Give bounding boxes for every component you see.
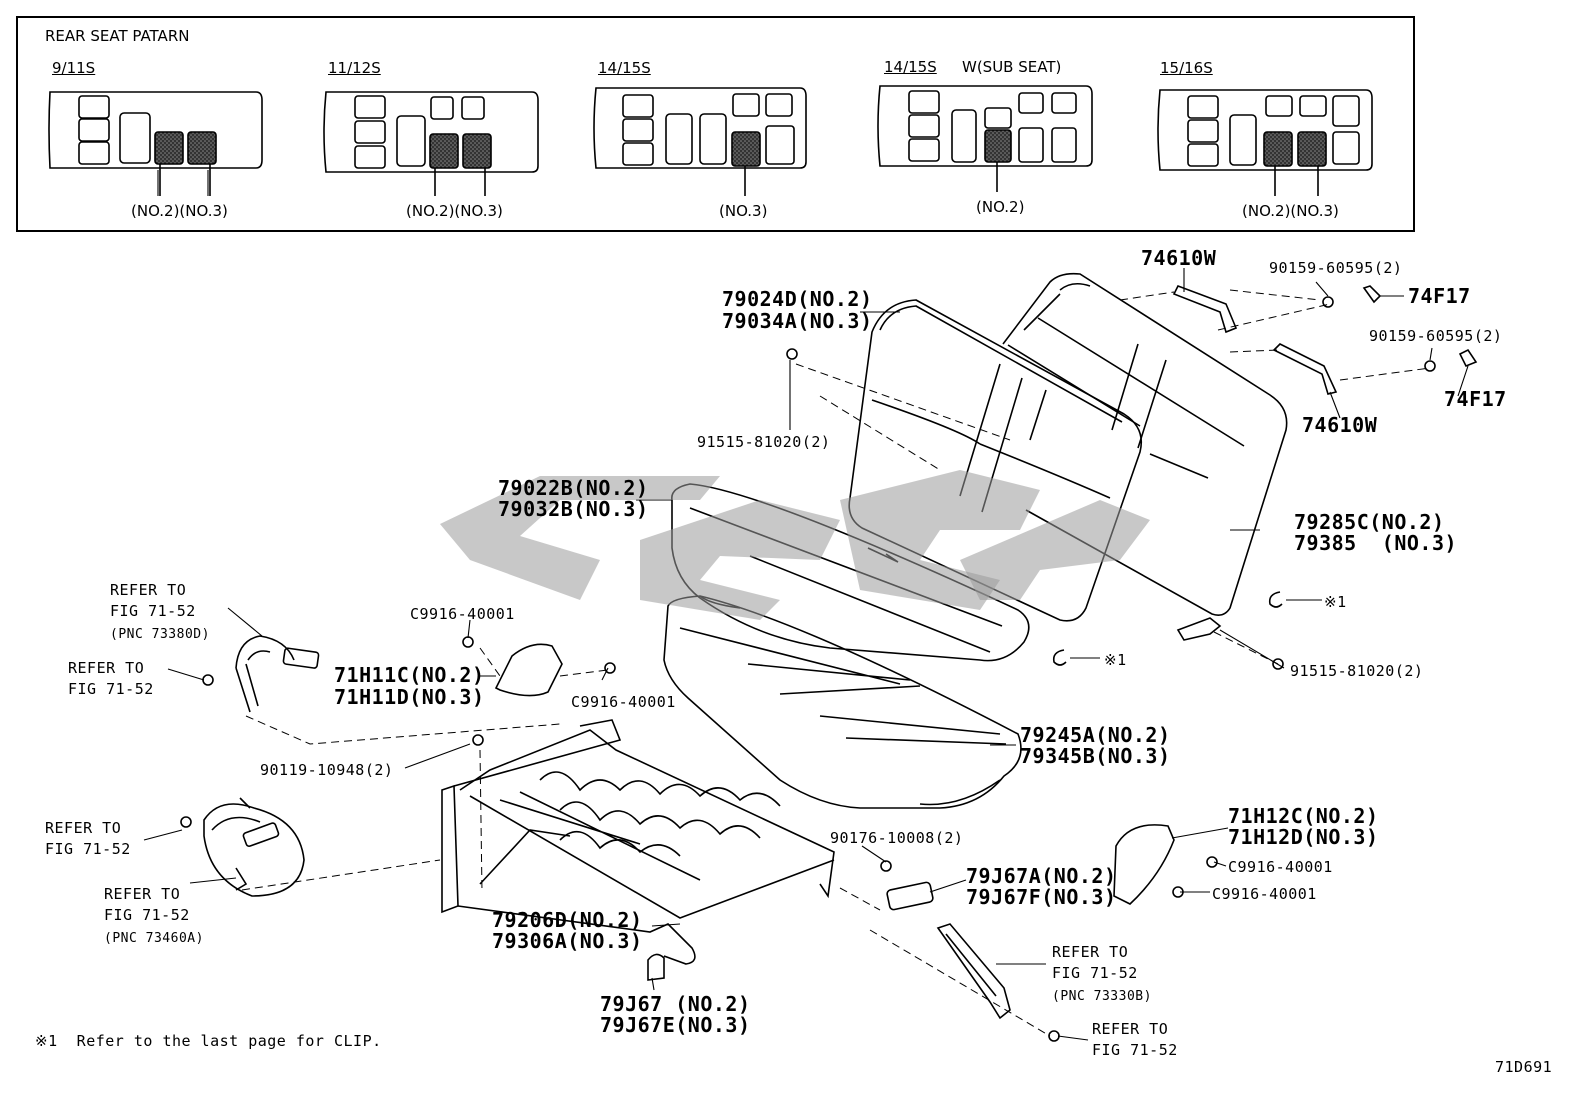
pattern-code-1: 9/11S	[52, 59, 96, 77]
label-refer-c-line2: FIG 71-52	[45, 840, 131, 858]
label-shield-right-no2: 71H12C(NO.2)	[1228, 804, 1379, 828]
seatbelt-a	[235, 635, 320, 713]
label-cover-small-no3: 79J67E(NO.3)	[600, 1013, 751, 1037]
pattern-callouts-2: (NO.2)(NO.3)	[406, 202, 503, 220]
cushion-pad	[663, 595, 1022, 809]
label-cover-small-no2: 79J67 (NO.2)	[600, 992, 751, 1016]
label-cushion-pad-no2: 79245A(NO.2)	[1020, 723, 1171, 747]
pattern-note-4: W(SUB SEAT)	[962, 58, 1062, 76]
label-refer-b-line1: REFER TO	[68, 659, 145, 677]
label-bolt-upper: 90159-60595(2)	[1269, 259, 1403, 277]
label-back-cover-no2: 79024D(NO.2)	[722, 287, 873, 311]
pattern-callouts-5: (NO.2)(NO.3)	[1242, 202, 1339, 220]
label-cushion-cover-no3: 79032B(NO.3)	[498, 497, 649, 521]
label-clip-right: ※1	[1324, 593, 1347, 611]
label-screw-mid: C9916-40001	[571, 693, 676, 711]
label-clip-center: ※1	[1104, 651, 1127, 669]
label-belt-a-line1: REFER TO	[110, 581, 187, 599]
label-cushion-pad-no3: 79345B(NO.3)	[1020, 744, 1171, 768]
floorplan-1	[48, 91, 263, 196]
pattern-title: REAR SEAT PATARN	[45, 27, 190, 45]
label-screw-r2: C9916-40001	[1212, 885, 1317, 903]
label-frame-no2: 79206D(NO.2)	[492, 908, 643, 932]
label-belt-d-line3: (PNC 73460A)	[104, 931, 204, 946]
label-refer-f-line2: FIG 71-52	[1092, 1041, 1178, 1059]
pattern-code-3: 14/15S	[598, 59, 651, 77]
label-screw-r1: C9916-40001	[1228, 858, 1333, 876]
label-hinge-upper: 74610W	[1141, 246, 1217, 270]
label-belt-d-line2: FIG 71-52	[104, 906, 190, 924]
floorplan-5	[1157, 89, 1373, 196]
label-shield-right-no3: 71H12D(NO.3)	[1228, 825, 1379, 849]
dashed-guides	[241, 289, 1431, 1037]
pattern-code-4: 14/15S	[884, 58, 937, 76]
label-shield-left-no2: 71H11C(NO.2)	[334, 663, 485, 687]
label-refer-c-line1: REFER TO	[45, 819, 122, 837]
seatback-rear	[1002, 272, 1288, 616]
label-belt-a-line3: (PNC 73380D)	[110, 627, 210, 642]
label-bolt-back: 91515-81020(2)	[697, 433, 831, 451]
label-back-cover-no3: 79034A(NO.3)	[722, 309, 873, 333]
hinges	[1172, 284, 1478, 395]
label-hinge-lower: 74610W	[1302, 413, 1378, 437]
seatbelt-d	[203, 797, 305, 897]
pattern-callouts-3: (NO.3)	[719, 202, 768, 220]
label-cushion-cover-no2: 79022B(NO.2)	[498, 476, 649, 500]
pattern-code-2: 11/12S	[328, 59, 381, 77]
floorplan-2	[323, 91, 539, 196]
label-back-assy-no3: 79385 (NO.3)	[1294, 531, 1458, 555]
floorplan-4	[877, 85, 1093, 192]
label-handle-no3: 79J67F(NO.3)	[966, 885, 1117, 909]
label-frame-no3: 79306A(NO.3)	[492, 929, 643, 953]
label-cap-upper: 74F17	[1408, 284, 1471, 308]
label-cap-lower: 74F17	[1444, 387, 1507, 411]
label-refer-b-line2: FIG 71-52	[68, 680, 154, 698]
label-handle-no2: 79J67A(NO.2)	[966, 864, 1117, 888]
label-back-assy-no2: 79285C(NO.2)	[1294, 510, 1445, 534]
clip-symbol-center	[1052, 649, 1067, 666]
floorplan-3	[593, 87, 807, 196]
label-belt-d-line1: REFER TO	[104, 885, 181, 903]
seat-frame	[441, 719, 835, 965]
figure-id: 71D691	[1495, 1058, 1553, 1076]
pattern-callouts-1: (NO.2)(NO.3)	[131, 202, 228, 220]
label-screw-top: C9916-40001	[410, 605, 515, 623]
seatbelt-e	[936, 923, 1011, 1020]
watermark-logo	[440, 470, 1150, 620]
label-belt-a-line2: FIG 71-52	[110, 602, 196, 620]
label-bolt-right: 91515-81020(2)	[1290, 662, 1424, 680]
label-shield-left-no3: 71H11D(NO.3)	[334, 685, 485, 709]
pattern-callouts-4: (NO.2)	[976, 198, 1025, 216]
label-belt-e-line2: FIG 71-52	[1052, 964, 1138, 982]
label-bolt-frame: 90119-10948(2)	[260, 761, 394, 779]
label-belt-e-line3: (PNC 73330B)	[1052, 989, 1152, 1004]
footnote: ※1 Refer to the last page for CLIP.	[35, 1032, 382, 1050]
label-bolt-lower: 90159-60595(2)	[1369, 327, 1503, 345]
label-nut-frame: 90176-10008(2)	[830, 829, 964, 847]
pattern-code-5: 15/16S	[1160, 59, 1213, 77]
clip-symbol-right	[1268, 591, 1283, 608]
label-belt-e-line1: REFER TO	[1052, 943, 1129, 961]
seat-pattern-panel	[16, 16, 1415, 232]
label-refer-f-line1: REFER TO	[1092, 1020, 1169, 1038]
